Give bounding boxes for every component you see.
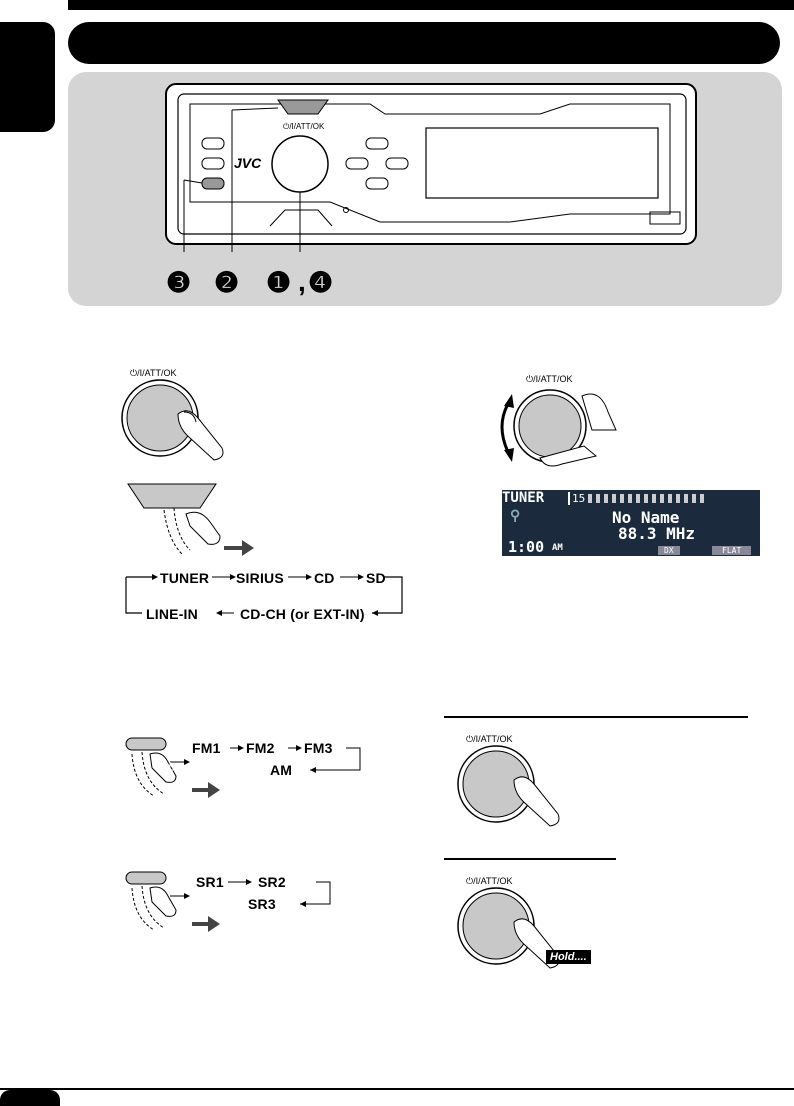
lcd-mode-flat: FLAT	[712, 546, 752, 555]
knob-rotate-illustration	[500, 389, 617, 467]
rotate-knob-label: ⏻/I/ATT/OK	[526, 374, 573, 384]
left-button-2	[201, 157, 225, 170]
band-fm1: FM1	[192, 740, 221, 756]
callout-1: ❶	[266, 267, 292, 298]
faceplate-knob-label: ⏻/I/ATT/OK	[283, 122, 325, 131]
source-cd-ch: CD-CH (or EXT-IN)	[240, 606, 365, 622]
knob-a-press-illustration	[457, 745, 560, 827]
band-sr3: SR3	[248, 896, 276, 912]
lcd-clock: 1:00	[508, 538, 545, 556]
lcd-ampm: AM	[552, 543, 563, 553]
lcd-mode-dx: DX	[658, 546, 680, 555]
lcd-frequency: 88.3 MHz	[618, 524, 696, 543]
eject-button-shape	[277, 99, 329, 115]
lcd-level-meter	[588, 494, 708, 503]
rule-2	[444, 858, 616, 860]
left-button-1	[201, 137, 225, 150]
car-stereo-faceplate	[165, 83, 697, 252]
source-sirius: SIRIUS	[236, 570, 284, 586]
display-window	[425, 127, 659, 199]
top-bar	[68, 0, 794, 10]
source-cycle-arrows	[125, 574, 403, 616]
hold-badge: Hold....	[546, 950, 591, 964]
source-sd: SD	[366, 570, 386, 586]
band-fm2: FM2	[246, 740, 275, 756]
step1-knob-label: ⏻/I/ATT/OK	[130, 368, 177, 378]
source-tuner: TUNER	[160, 570, 210, 586]
left-button-3	[201, 177, 225, 190]
language-tab	[0, 22, 55, 132]
callout-2: ❷	[214, 267, 240, 298]
jvc-logo: JVC	[234, 155, 262, 171]
page-number-tab	[0, 1090, 60, 1106]
band-sr2: SR2	[258, 874, 286, 890]
knob-a-label: ⏻/I/ATT/OK	[466, 734, 513, 744]
band-fm3: FM3	[304, 740, 333, 756]
source-cd: CD	[314, 570, 335, 586]
band-sr1: SR1	[196, 874, 224, 890]
lcd-preset: 15	[568, 492, 585, 505]
sr-band-illustration	[125, 871, 331, 932]
lcd-display: TUNER 15 ⚲ No Name 88.3 MHz 1:00 AM DX F…	[502, 490, 760, 556]
callout-comma: ,	[298, 266, 306, 297]
source-button-press-illustration	[127, 483, 254, 556]
bottom-rule	[0, 1088, 794, 1090]
lcd-source: TUNER	[502, 490, 545, 506]
callout-4: ❹	[308, 267, 334, 298]
callout-3: ❸	[166, 267, 192, 298]
band-am: AM	[270, 762, 293, 778]
rule-1	[444, 716, 748, 718]
step1-knob-press-illustration	[121, 379, 224, 461]
knob-b-label: ⏻/I/ATT/OK	[466, 876, 513, 886]
lcd-name: No Name	[612, 508, 680, 527]
control-knob	[271, 135, 329, 193]
source-line-in: LINE-IN	[146, 606, 198, 622]
fm-band-illustration	[125, 737, 361, 798]
section-title-bar	[68, 22, 780, 64]
antenna-icon: ⚲	[510, 508, 521, 524]
